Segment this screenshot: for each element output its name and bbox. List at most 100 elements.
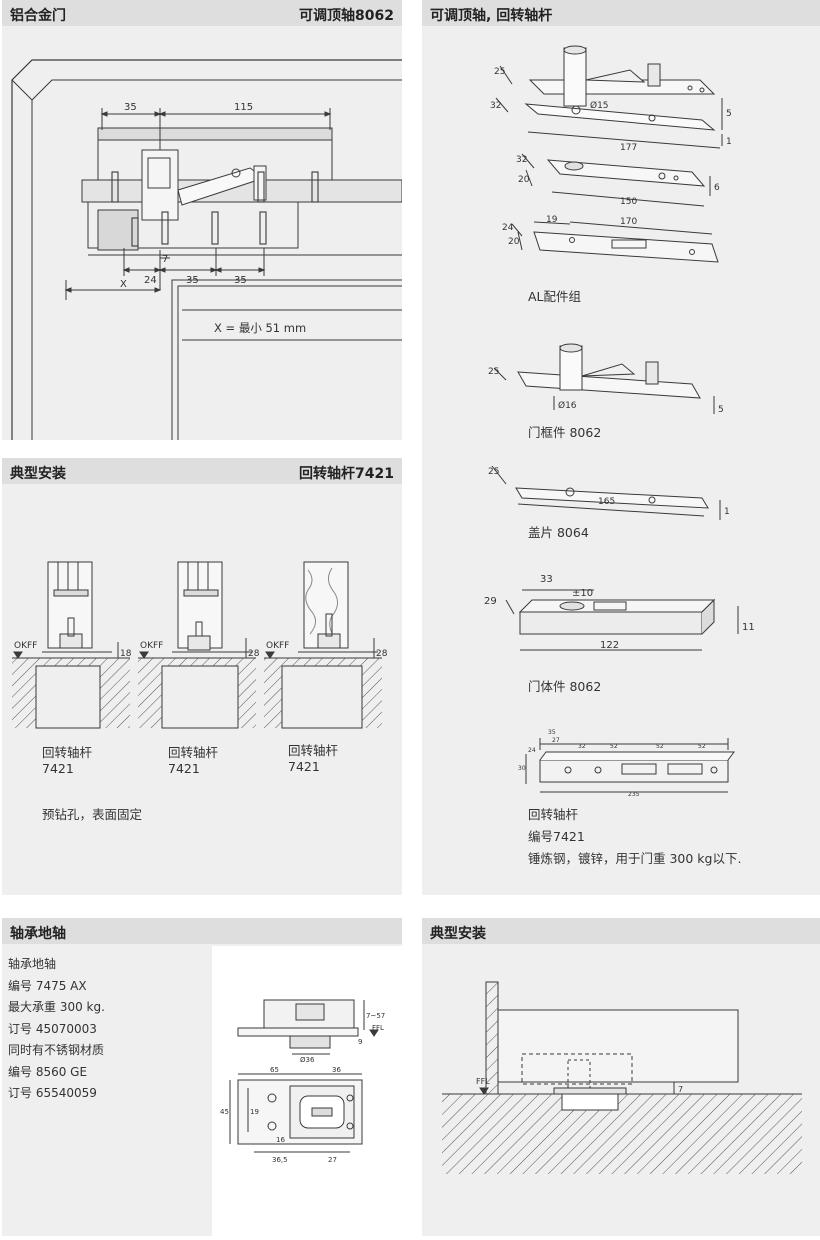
dim-7: 7 [678, 1085, 683, 1094]
dim-177: 177 [620, 143, 637, 153]
dim-35-b: 35 [186, 275, 199, 286]
dim-20-b: 20 [508, 237, 520, 247]
dim-18: 18 [120, 649, 132, 659]
panel-title: 典型安装 [430, 926, 486, 942]
dim-16: 16 [276, 1136, 285, 1144]
dim-32: 32 [490, 101, 501, 111]
dim-24: 24 [502, 223, 514, 233]
dim-cover-25: 25 [488, 467, 499, 477]
dim-150: 150 [620, 197, 637, 207]
okff-label-3: OKFF [266, 641, 289, 651]
ffl-label-2: FFL [476, 1077, 490, 1086]
label-arm-code-3: 7421 [288, 759, 320, 774]
panel-header: 典型安装 回转轴杆7421 [2, 458, 402, 484]
ffl-label: FFL [372, 1024, 384, 1032]
panel-subtitle: 可调顶轴8062 [299, 8, 394, 24]
dim-29: 29 [484, 596, 497, 607]
dim-45: 45 [220, 1108, 229, 1116]
caption-frame-part: 门框件 8062 [528, 425, 602, 440]
dim-28-b: 28 [376, 649, 388, 659]
label-arm-code-2: 7421 [168, 761, 200, 776]
dim-32-b: 32 [516, 155, 527, 165]
dim-11: 11 [742, 622, 755, 633]
dim-frame-25: 25 [488, 367, 499, 377]
caption-cover: 盖片 8064 [528, 525, 589, 540]
spec-line: 订号 45070003 [8, 1021, 97, 1036]
dim-115: 115 [234, 102, 253, 113]
spec-line: 编号 7475 AX [8, 978, 87, 993]
spec-line: 编号 8560 GE [8, 1064, 88, 1079]
dim-170: 170 [620, 217, 637, 227]
okff-label-2: OKFF [140, 641, 163, 651]
dim-7-57: 7~57 [366, 1012, 385, 1020]
min-x-note: X = 最小 51 mm [214, 321, 306, 335]
dim-25: 25 [494, 67, 505, 77]
dim-phi16: Ø16 [558, 400, 577, 411]
dim-36: 36 [332, 1066, 341, 1074]
dim-arm-24: 24 [528, 747, 536, 754]
dim-cover-1: 1 [724, 507, 730, 517]
spec-line: 轴承地轴 [8, 957, 57, 971]
dim-35-c: 35 [234, 275, 247, 286]
panel-title: 典型安装 [10, 466, 66, 482]
install-note: 预钻孔，表面固定 [42, 807, 143, 822]
dim-arm-52-b: 52 [656, 743, 664, 750]
aluminum-door-drawing: 35 115 7 24 35 35 X X = 最小 51 mm [11, 59, 402, 440]
dim-27: 27 [328, 1156, 337, 1164]
label-arm-2: 回转轴杆 [168, 745, 219, 760]
caption-door-part: 门体件 8062 [528, 679, 602, 694]
panel-title: 可调顶轴, 回转轴杆 [430, 8, 553, 24]
panel-floor-spring: 轴承地轴 轴承地轴 编号 7475 AX 最大承重 300 kg. 订号 450… [2, 918, 402, 1236]
top-pivot-drawings: 25 32 Ø15 5 177 1 32 20 150 6 24 19 170 … [484, 45, 755, 798]
dim-20: 20 [518, 175, 530, 185]
panel-top-pivot: 可调顶轴, 回转轴杆 [422, 0, 820, 895]
dim-122: 122 [600, 640, 619, 651]
dim-6: 6 [714, 183, 720, 193]
floor-spring-drawing: 7~57 FFL 9 Ø36 65 36 45 19 16 36,5 27 [212, 946, 402, 1236]
label-arm-code-1: 7421 [42, 761, 74, 776]
caption-arm-code: 编号7421 [528, 829, 585, 844]
dim-165: 165 [598, 497, 615, 507]
dim-19: 19 [546, 215, 558, 225]
dim-arm-52-c: 52 [698, 743, 706, 750]
dim-28-a: 28 [248, 649, 260, 659]
dim-7: 7 [162, 254, 168, 265]
dim-arm-52-a: 52 [610, 743, 618, 750]
dim-9: 9 [358, 1038, 362, 1046]
dim-arm-35: 35 [548, 729, 556, 736]
panel-header: 铝合金门 可调顶轴8062 [2, 0, 402, 26]
dim-33: 33 [540, 574, 553, 585]
dim-frame-5: 5 [718, 405, 724, 415]
caption-al-set: AL配件组 [528, 289, 582, 304]
panel-header: 可调顶轴, 回转轴杆 [422, 0, 820, 26]
dim-65: 65 [270, 1066, 279, 1074]
caption-arm-name: 回转轴杆 [528, 807, 579, 822]
label-arm-3: 回转轴杆 [288, 743, 339, 758]
dim-5: 5 [726, 109, 732, 119]
typical-install-2-drawing: FFL 7 [442, 981, 802, 1174]
dim-1: 1 [726, 137, 732, 147]
spec-line: 同时有不锈钢材质 [8, 1043, 105, 1057]
panel-typical-install: 典型安装 回转轴杆7421 [2, 458, 402, 895]
dim-arm-30: 30 [518, 765, 526, 772]
panel-title: 轴承地轴 [10, 926, 66, 942]
panel-subtitle: 回转轴杆7421 [299, 466, 394, 482]
panel-aluminum-door: 铝合金门 可调顶轴8062 [2, 0, 402, 440]
dim-19: 19 [250, 1108, 259, 1116]
spec-line: 最大承重 300 kg. [8, 1000, 105, 1014]
panel-header: 轴承地轴 [2, 918, 402, 944]
panel-title: 铝合金门 [10, 8, 66, 24]
dim-arm-235: 235 [628, 791, 640, 798]
dim-24: 24 [144, 275, 157, 286]
dim-arm-32: 32 [578, 743, 586, 750]
panel-header: 典型安装 [422, 918, 820, 944]
okff-label-1: OKFF [14, 641, 37, 651]
label-arm-1: 回转轴杆 [42, 745, 93, 760]
dim-x: X [120, 279, 127, 290]
dim-phi36: Ø36 [300, 1056, 315, 1064]
panel-typical-install-2: 典型安装 FFL 7 [422, 918, 820, 1236]
spec-list: 轴承地轴 编号 7475 AX 最大承重 300 kg. 订号 45070003… [8, 954, 105, 1105]
dim-phi15: Ø15 [590, 100, 609, 111]
dim-35: 35 [124, 102, 137, 113]
dim-arm-27: 27 [552, 737, 560, 744]
